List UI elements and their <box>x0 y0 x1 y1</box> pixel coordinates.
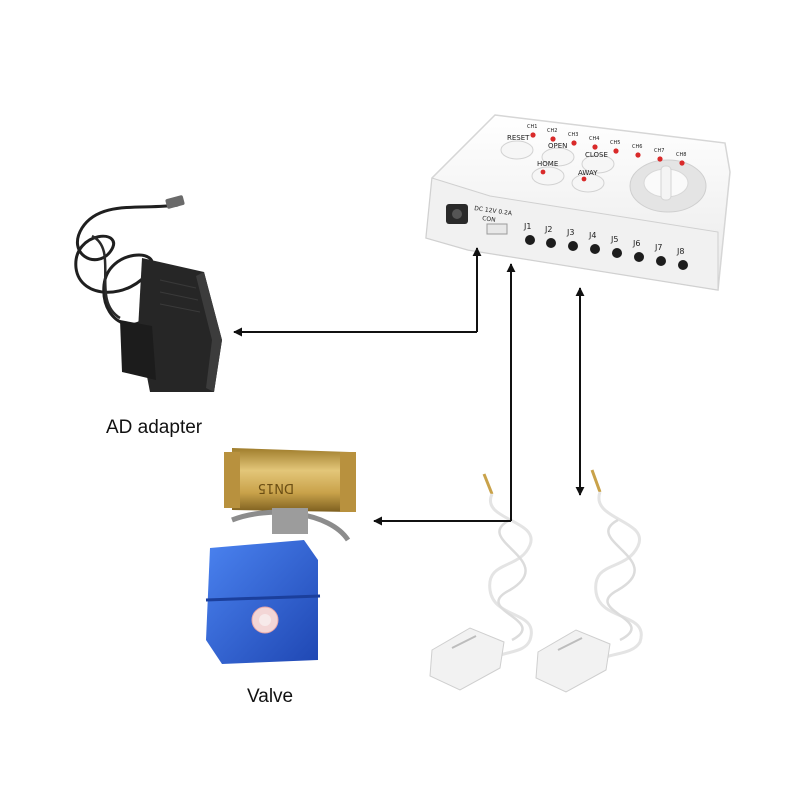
jack-label-j4: J4 <box>588 231 596 240</box>
valve-actuator <box>206 540 318 664</box>
water-sensor-2 <box>535 469 643 693</box>
power-jack-hole <box>452 209 462 219</box>
jack-j1[interactable] <box>525 235 535 245</box>
valve-stem <box>272 508 308 534</box>
valve-port-label: CON <box>482 215 496 224</box>
jack-label-j6: J6 <box>632 239 640 248</box>
led-home <box>540 169 546 175</box>
ch5-label: CH5 <box>610 140 620 146</box>
led-away <box>581 176 587 182</box>
sensor-1-plug <box>482 473 494 495</box>
ch7-label: CH7 <box>654 148 664 154</box>
jack-j2[interactable] <box>546 238 556 248</box>
dc-plug-tip <box>165 195 185 209</box>
adapter-plug-pins <box>120 320 156 380</box>
sensor-jacks <box>525 235 688 270</box>
sensor-1-probe <box>429 627 505 691</box>
adapter-ribs <box>159 279 201 313</box>
valve-connector-port[interactable] <box>486 223 508 235</box>
adapter-label: AD adapter <box>106 417 203 438</box>
sensor-1-cable <box>486 493 533 664</box>
jack-label-j7: J7 <box>654 243 662 252</box>
led-ch2 <box>550 136 556 142</box>
valve-brand-mark: DN15 <box>258 480 294 495</box>
dial-knob <box>629 159 707 213</box>
ch4-label: CH4 <box>589 136 599 142</box>
home-button[interactable] <box>531 166 565 186</box>
sensor-2-cable-coil <box>606 518 636 642</box>
adapter-cable-loop <box>91 234 121 320</box>
valve-label-sticker-center <box>259 614 271 626</box>
jack-j5[interactable] <box>612 248 622 258</box>
connection-arrows <box>233 247 585 526</box>
close-button[interactable] <box>581 154 615 174</box>
away-button[interactable] <box>571 173 605 193</box>
ch8-label: CH8 <box>676 152 686 158</box>
adapter-body-edge <box>196 272 222 392</box>
jack-label-j2: J2 <box>544 225 552 234</box>
away-button-label: AWAY <box>578 169 598 177</box>
ch6-label: CH6 <box>632 144 642 150</box>
jack-label-j3: J3 <box>566 228 574 237</box>
sensor-2-probe <box>535 629 611 693</box>
reset-button[interactable] <box>500 140 534 160</box>
jack-label-j5: J5 <box>610 235 618 244</box>
jack-label-j8: J8 <box>676 247 684 256</box>
led-ch8 <box>679 160 685 166</box>
valve-brass-body <box>232 448 352 512</box>
open-button-label: OPEN <box>548 142 567 150</box>
adapter-cable <box>74 203 179 327</box>
ac-adapter <box>74 195 222 392</box>
motorized-valve: DN15 <box>205 448 356 664</box>
sensor-1-probe-line <box>451 635 477 649</box>
sensor-2-cable <box>594 491 643 664</box>
ch1-label: CH1 <box>527 124 537 130</box>
led-ch6 <box>635 152 641 158</box>
led-ch1 <box>530 132 536 138</box>
valve-thread-right <box>340 452 356 512</box>
sensor-2-plug <box>590 469 602 493</box>
open-button[interactable] <box>541 147 575 167</box>
led-ch3 <box>571 140 577 146</box>
controller-unit: RESET OPEN CLOSE HOME AWAY CH1 CH2 CH3 C… <box>425 114 731 291</box>
sensor-1-cable-coil <box>497 518 527 642</box>
jack-j4[interactable] <box>590 244 600 254</box>
channel-leds <box>530 132 685 182</box>
valve-thread-left <box>224 452 240 508</box>
ch3-label: CH3 <box>568 132 578 138</box>
jack-label-j1: J1 <box>523 222 531 231</box>
led-ch5 <box>613 148 619 154</box>
valve-label: Valve <box>247 686 294 707</box>
home-button-label: HOME <box>537 160 558 168</box>
led-ch4 <box>592 144 598 150</box>
led-ch7 <box>657 156 663 162</box>
jack-j6[interactable] <box>634 252 644 262</box>
water-sensor-1 <box>429 473 533 691</box>
sensor-2-probe-line <box>557 637 583 651</box>
ch2-label: CH2 <box>547 128 557 134</box>
close-button-label: CLOSE <box>585 151 608 159</box>
jack-j7[interactable] <box>656 256 666 266</box>
reset-button-label: RESET <box>507 134 530 142</box>
jack-j8[interactable] <box>678 260 688 270</box>
controller-front-face <box>425 177 719 291</box>
valve-actuator-seam <box>205 594 321 602</box>
jack-j3[interactable] <box>568 241 578 251</box>
